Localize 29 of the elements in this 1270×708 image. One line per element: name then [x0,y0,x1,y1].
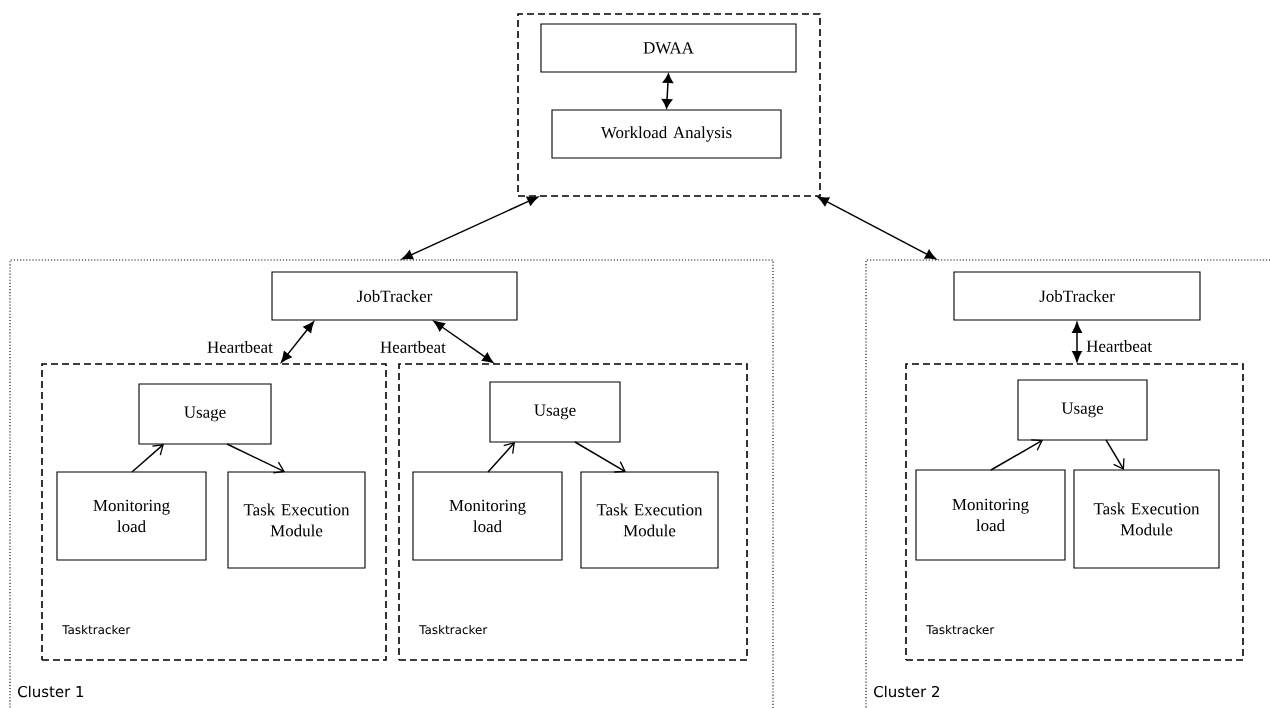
dashed-group-box [517,13,821,197]
arrow [661,73,674,109]
process-box: Usage [489,381,621,443]
process-box: Task Execution Module [580,471,719,569]
arrow [487,441,515,473]
process-box: JobTracker [953,271,1201,321]
process-box: Workload Analysis [551,109,782,159]
arrow [817,196,937,260]
arrow [433,320,494,364]
arrow [1072,322,1082,362]
process-box: Usage [138,383,272,445]
arrow [280,321,315,363]
arrow [990,439,1043,471]
process-box: Usage [1017,379,1148,441]
edge-label: Heartbeat [379,340,447,354]
process-box: JobTracker [271,271,518,321]
process-box: Task Execution Module [227,471,366,569]
process-box: DWAA [540,23,797,73]
process-box: Monitoring load [412,471,563,561]
process-box: Task Execution Module [1073,469,1220,569]
arrow [1105,439,1125,470]
arrow [574,441,626,473]
process-box: Monitoring load [915,469,1066,561]
arrow [226,443,285,474]
arrow [131,443,164,473]
edge-label: Heartbeat [1085,339,1153,353]
arrow [401,196,539,260]
edge-label: Heartbeat [206,340,274,354]
process-box: Monitoring load [56,471,207,561]
